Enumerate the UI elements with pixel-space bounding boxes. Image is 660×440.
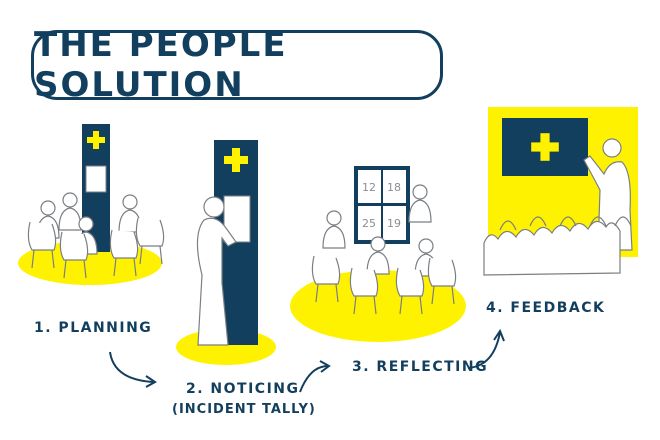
arrow-head-icon: [493, 328, 505, 342]
feedback-presenter: [583, 138, 633, 251]
arrow-1-to-2: [109, 351, 155, 383]
board-number: 12: [362, 181, 376, 194]
step-label-noticing: 2. NOTICING: [186, 381, 300, 397]
step-label-feedback: 4. FEEDBACK: [486, 300, 606, 316]
step-label-reflecting: 3. REFLECTING: [352, 359, 489, 375]
title-banner: THE PEOPLE SOLUTION: [31, 25, 443, 105]
step-sublabel-noticing: (INCIDENT TALLY): [172, 402, 316, 417]
board-number: 25: [362, 217, 376, 230]
noticing-scene: [176, 140, 276, 365]
feedback-scene: [483, 107, 638, 276]
arrow-head-icon: [319, 360, 331, 373]
arrow-2-to-3: [299, 365, 329, 393]
step-label-planning: 1. PLANNING: [34, 320, 153, 336]
feedback-audience: [483, 216, 632, 276]
board-number: 19: [387, 217, 401, 230]
page-title: THE PEOPLE SOLUTION: [34, 25, 288, 105]
planning-poster: [85, 165, 107, 193]
noticing-person: [196, 196, 237, 346]
board-number: 18: [387, 181, 401, 194]
arrow-head-icon: [145, 375, 157, 388]
reflecting-board: [358, 170, 406, 240]
arrow-3-to-4: [467, 331, 501, 369]
planning-scene: [18, 124, 165, 285]
reflecting-scene: 12 18 25 19: [290, 166, 466, 342]
